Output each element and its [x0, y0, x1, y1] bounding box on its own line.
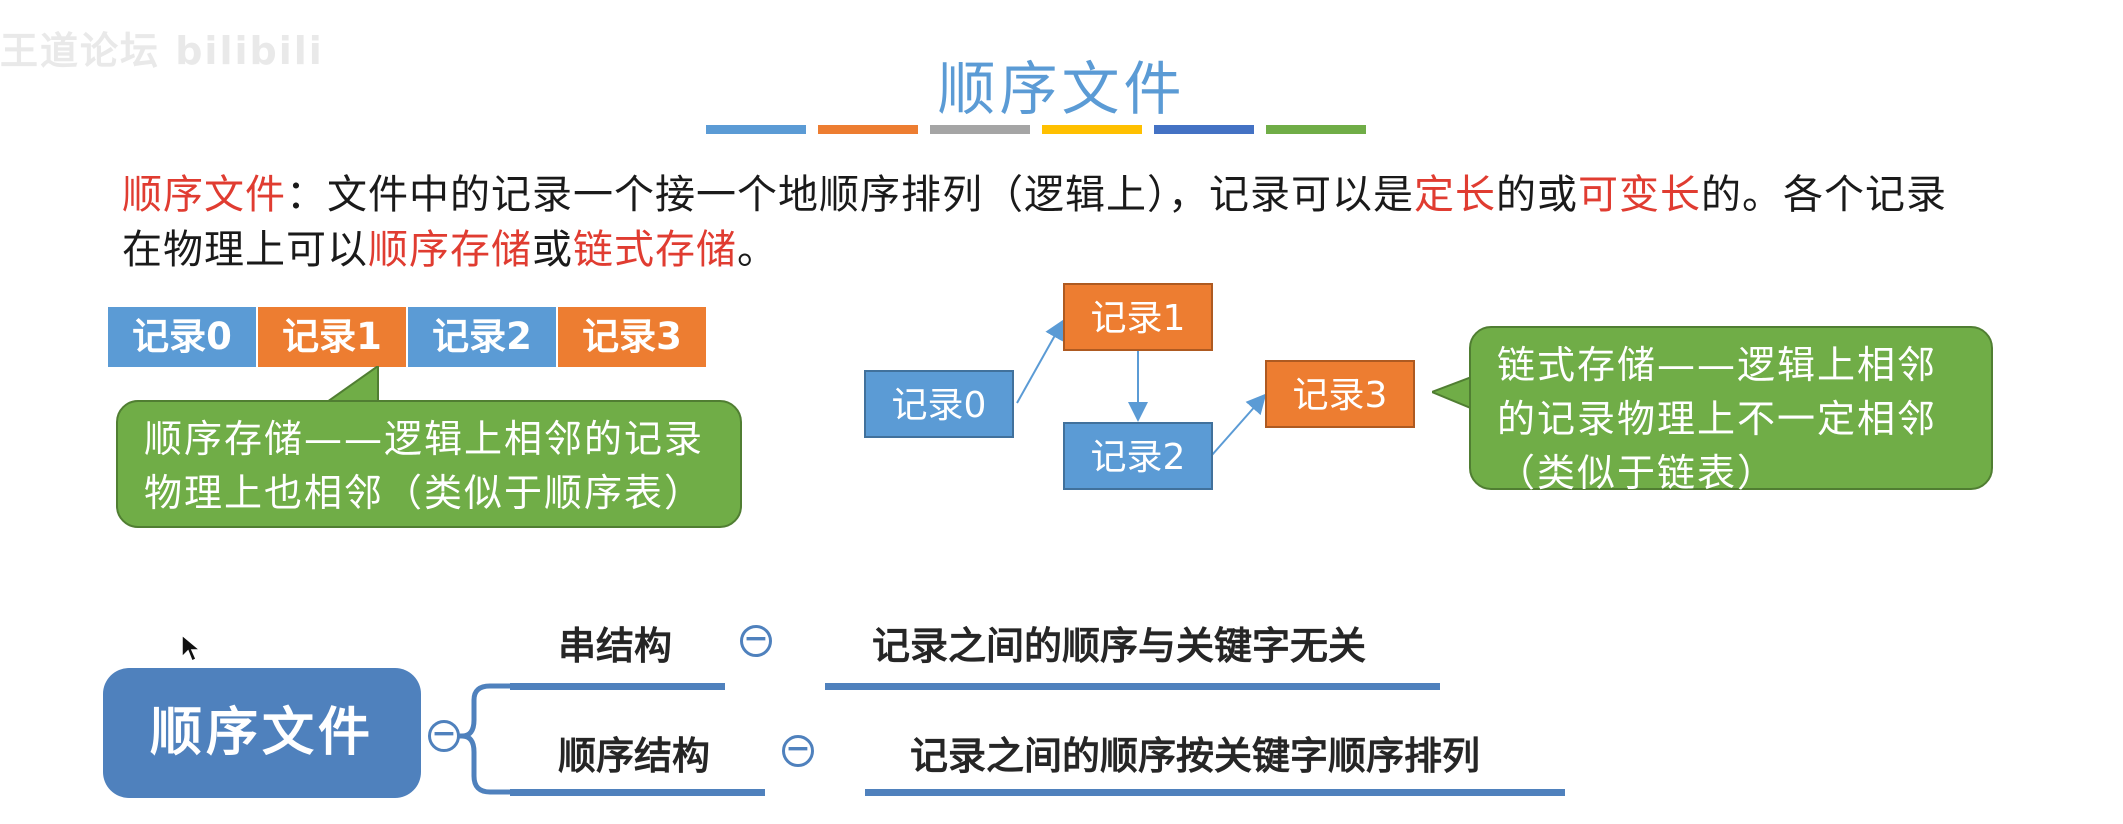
linked-record-2: 记录2 [1063, 422, 1213, 490]
branch-2-description[interactable]: 记录之间的顺序按关键字顺序排列 [910, 734, 1481, 778]
mouse-cursor-icon [181, 633, 202, 663]
branch-1-underline [510, 683, 725, 690]
keyword-fixed-length: 定长 [1414, 172, 1496, 218]
accent-bar-2 [818, 125, 918, 134]
definition-text-2: 的或 [1496, 172, 1578, 218]
seq-callout: 顺序存储——逻辑上相邻的记录物理上也相邻（类似于顺序表） [116, 400, 742, 528]
accent-bar-3 [930, 125, 1030, 134]
definition-text-3: 的。各个记录在物理上可以 [122, 172, 1947, 273]
branch-2-underline [510, 789, 765, 796]
definition-text-4: 或 [532, 227, 573, 273]
page-title: 顺序文件 [937, 55, 1186, 123]
arrow-0-to-1 [1016, 319, 1064, 404]
linked-callout: 链式存储——逻辑上相邻的记录物理上不一定相邻（类似于链表） [1469, 326, 1993, 495]
branch-1-description[interactable]: 记录之间的顺序与关键字无关 [872, 624, 1367, 668]
definition-text-5: 。 [737, 227, 778, 273]
keyword-sequential-storage: 顺序存储 [368, 227, 532, 273]
branch-2-label[interactable]: 顺序结构 [558, 734, 711, 778]
accent-bar-1 [706, 125, 806, 134]
arrow-2-to-3 [1211, 393, 1267, 456]
seq-record-1: 记录1 [258, 307, 406, 367]
branch-1-desc-underline [825, 683, 1440, 690]
keyword-variable-length: 可变长 [1578, 172, 1701, 218]
definition-text-1: ：文件中的记录一个接一个地顺序排列（逻辑上），记录可以是 [286, 172, 1414, 218]
accent-bar-5 [1154, 125, 1254, 134]
linked-record-0: 记录0 [864, 370, 1014, 438]
linked-record-3: 记录3 [1265, 360, 1415, 428]
mindmap-root[interactable]: 顺序文件 [103, 668, 421, 798]
root-collapse-icon[interactable]: − [428, 719, 460, 752]
keyword-linked-storage: 链式存储 [573, 227, 737, 273]
linked-record-1: 记录1 [1063, 283, 1213, 351]
branch-2-collapse-icon[interactable]: − [782, 734, 814, 767]
branch-1-label[interactable]: 串结构 [558, 624, 673, 668]
accent-bar-4 [1042, 125, 1142, 134]
seq-record-2: 记录2 [408, 307, 556, 367]
branch-2-desc-underline [865, 789, 1565, 796]
accent-bar-6 [1266, 125, 1366, 134]
branch-1-collapse-icon[interactable]: − [740, 624, 772, 657]
definition-paragraph: 顺序文件：文件中的记录一个接一个地顺序排列（逻辑上），记录可以是定长的或可变长的… [122, 168, 1982, 278]
seq-record-0: 记录0 [108, 307, 256, 367]
definition-term: 顺序文件 [122, 172, 286, 218]
watermark: 王道论坛 bilibili [0, 29, 324, 73]
seq-record-3: 记录3 [558, 307, 706, 367]
